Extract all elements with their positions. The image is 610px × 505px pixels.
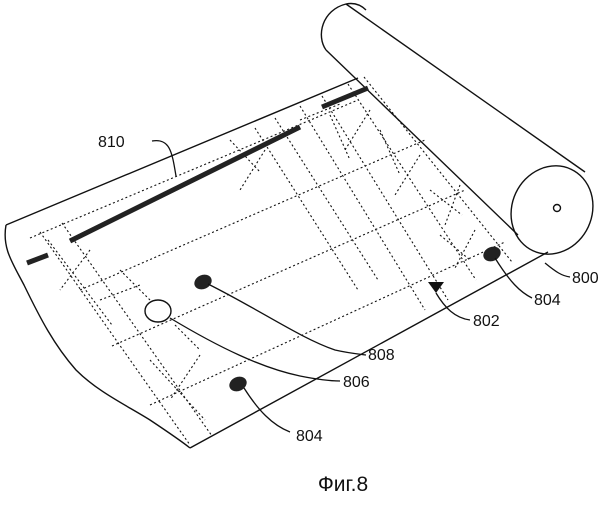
sheet-top-edge: [6, 78, 358, 225]
dotted-diagonal: [300, 104, 340, 120]
dotted-along: [255, 128, 358, 290]
circle-806: [145, 300, 171, 322]
label-808: 808: [368, 347, 395, 364]
dotted-diagonal: [150, 360, 205, 420]
leader-808: [208, 284, 366, 355]
roll-bottom-line: [326, 50, 518, 235]
dotted-diagonal: [48, 240, 112, 325]
leader-806: [170, 318, 340, 381]
label-800: 800: [572, 270, 599, 287]
strip-short-left: [27, 255, 48, 263]
dotted-diagonal: [330, 115, 350, 160]
leader-804-lower: [244, 388, 290, 432]
label-804-upper: 804: [534, 292, 561, 309]
dotted-along: [300, 106, 425, 310]
figure-caption: Фиг.8: [318, 473, 368, 496]
roll-back-end: [321, 3, 366, 50]
roll-core: [554, 205, 561, 212]
dotted-across: [112, 190, 465, 346]
dotted-diagonal: [395, 155, 420, 195]
dotted-along: [348, 84, 476, 280]
dotted-along: [40, 232, 190, 445]
label-802: 802: [473, 313, 500, 330]
dotted-diagonal: [345, 110, 370, 150]
sheet-outline: [5, 78, 548, 448]
roll-top-line: [346, 4, 585, 172]
label-804-lower: 804: [296, 428, 323, 445]
features: [145, 244, 503, 394]
dotted-across: [80, 140, 425, 290]
strips: [27, 88, 368, 263]
dotted-diagonal: [445, 185, 460, 225]
label-810: 810: [98, 134, 125, 151]
hole-808: [192, 272, 214, 292]
arrow-802: [428, 282, 444, 293]
dotted-diagonals: [48, 104, 475, 420]
dotted-along: [275, 118, 378, 280]
dotted-along: [322, 96, 448, 300]
dotted-diagonal: [120, 270, 150, 300]
dotted-diagonal: [170, 355, 200, 400]
arrow-head: [428, 282, 444, 293]
roll-front-end: [497, 152, 608, 267]
leader-800: [545, 263, 570, 277]
dotted-diagonal: [100, 285, 140, 300]
roll: [321, 3, 607, 267]
label-806: 806: [343, 374, 370, 391]
dotted-lines-along: [40, 77, 512, 445]
dotted-across: [30, 100, 358, 238]
